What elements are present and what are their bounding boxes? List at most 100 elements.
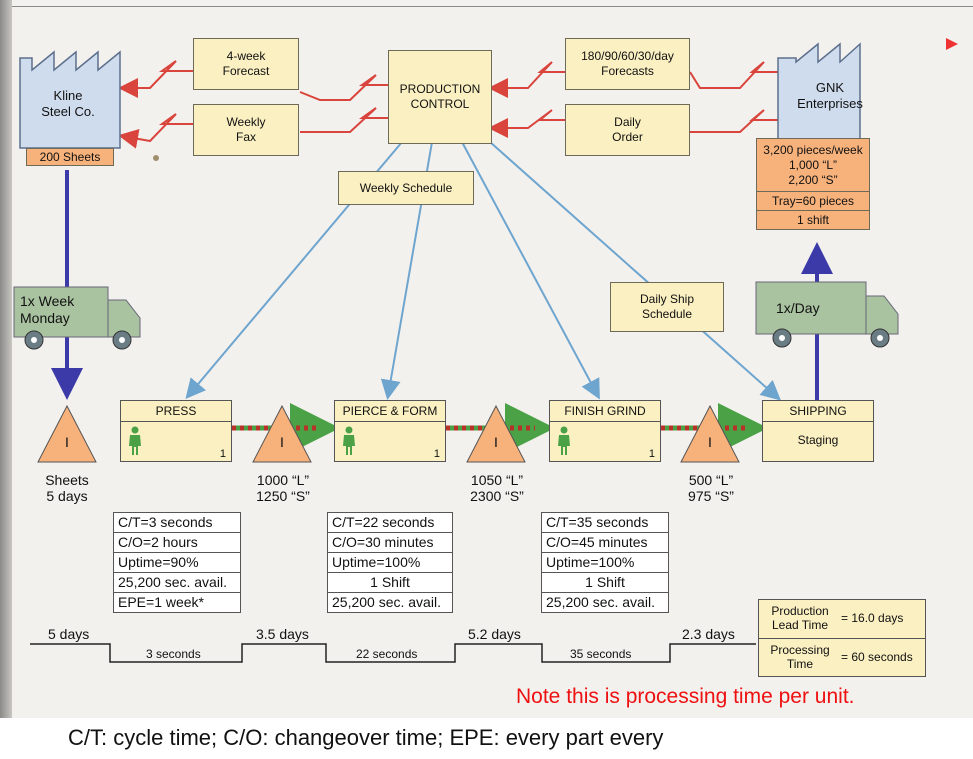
production-lead-time-label: Production Lead Time [765, 604, 835, 632]
daily-ship-line1: Daily Ship [639, 292, 695, 306]
daily-ship-schedule-box: Daily Ship Schedule [610, 282, 724, 332]
abbreviations-footer: C/T: cycle time; C/O: changeover time; E… [68, 725, 664, 750]
customer-shift-box: 1 shift [756, 211, 870, 230]
proc-label-line1: Processing [770, 643, 830, 657]
data-box-press: C/T=3 seconds C/O=2 hours Uptime=90% 25,… [113, 512, 241, 613]
timeline-seconds-3: 35 seconds [570, 647, 632, 661]
supplier-factory-icon [19, 50, 121, 149]
inventory-i-3: I [486, 434, 506, 450]
inventory-label-4: 500 “L” 975 “S” [666, 472, 756, 504]
daily-order-box: Daily Order [565, 104, 690, 156]
lead-time-summary: Production Lead Time = 16.0 days Process… [758, 599, 926, 677]
process-press-operators: 1 [219, 448, 226, 460]
processing-time-row: Processing Time = 60 seconds [759, 639, 925, 677]
edi-flow-fax-to-supplier [118, 113, 193, 149]
inbound-truck-label: 1x Week Monday [20, 293, 74, 327]
inventory-letter: I [65, 434, 69, 450]
inventory-sheets-line1: Sheets [45, 472, 89, 488]
operator-icon [343, 426, 355, 455]
inventory-i-1: I [57, 434, 77, 450]
production-control-box: PRODUCTION CONTROL [388, 50, 492, 144]
outbound-truck-icon [755, 281, 899, 348]
proc-label-line2: Time [786, 657, 814, 671]
timeline-seconds-1: 3 seconds [146, 647, 201, 661]
pierce-changeover: C/O=30 minutes [328, 533, 452, 553]
inbound-truck-day: Monday [20, 310, 70, 326]
inventory-letter: I [280, 434, 284, 450]
press-cycle-time: C/T=3 seconds [114, 513, 240, 533]
press-epe: EPE=1 week* [118, 594, 204, 610]
inventory-2-line1: 1000 “L” [256, 472, 310, 488]
lead-label-line2: Lead Time [771, 618, 829, 632]
inventory-triangle-3 [466, 404, 526, 463]
pierce-shifts: 1 Shift [328, 573, 452, 593]
inventory-label-3: 1050 “L” 2300 “S” [452, 472, 542, 504]
grind-changeover: C/O=45 minutes [542, 533, 668, 553]
process-shipping: SHIPPING Staging [762, 400, 874, 462]
outbound-truck-freq: 1x/Day [776, 300, 820, 316]
inventory-label-2: 1000 “L” 1250 “S” [238, 472, 328, 504]
processing-time-value: = 60 seconds [841, 650, 913, 664]
inventory-4-line2: 975 “S” [688, 488, 734, 504]
customer-forecasts-line1: 180/90/60/30/day [581, 49, 674, 63]
customer-demand-s: 2,200 “S” [788, 172, 838, 187]
edi-flow-forecasts-to-control [488, 61, 565, 98]
customer-requirements: 3,200 pieces/week 1,000 “L” 2,200 “S” Tr… [756, 138, 870, 230]
inventory-sheets-line2: 5 days [46, 488, 88, 504]
edi-flow-forecast-to-supplier [118, 60, 193, 98]
weekly-schedule-box: Weekly Schedule [338, 171, 474, 205]
inbound-truck-freq: 1x Week [20, 293, 75, 309]
info-flow-to-shipping [489, 141, 781, 401]
weekly-schedule-text: Weekly Schedule [359, 180, 453, 195]
press-uptime: Uptime=90% [114, 553, 240, 573]
edi-flow-customer-order [690, 109, 778, 133]
customer-name: GNK Enterprises [790, 80, 870, 112]
supplier-name: Kline Steel Co. [34, 88, 102, 120]
process-grind-title: FINISH GRIND [550, 401, 660, 422]
customer-tray-text: Tray=60 pieces [772, 193, 854, 208]
grind-shifts: 1 Shift [542, 573, 668, 593]
supplier-name-line1: Kline [53, 88, 83, 103]
production-control-line1: PRODUCTION [399, 82, 481, 96]
production-lead-time-row: Production Lead Time = 16.0 days [759, 600, 925, 639]
grind-cycle-time: C/T=35 seconds [542, 513, 668, 533]
daily-order-line1: Daily [614, 115, 641, 129]
process-grind-operators: 1 [648, 448, 655, 460]
operator-icon [558, 426, 570, 455]
process-press-title: PRESS [121, 401, 231, 422]
customer-shift-text: 1 shift [796, 212, 829, 227]
daily-order-line2: Order [612, 130, 643, 144]
inventory-triangle-2 [252, 404, 312, 463]
supplier-tag: 200 Sheets [26, 148, 114, 166]
process-pierce-operators: 1 [433, 448, 440, 460]
forecast-4week-line1: 4-week [226, 49, 266, 63]
inventory-i-4: I [700, 434, 720, 450]
customer-name-line2: Enterprises [797, 96, 863, 111]
press-changeover: C/O=2 hours [114, 533, 240, 553]
pierce-cycle-time: C/T=22 seconds [328, 513, 452, 533]
edi-flow-control-to-fax [300, 107, 388, 133]
customer-tray-box: Tray=60 pieces [756, 192, 870, 211]
inventory-letter: I [708, 434, 712, 450]
customer-demand-l: 1,000 “L” [788, 157, 838, 172]
edi-flow-customer-forecasts [689, 61, 778, 89]
pierce-available: 25,200 sec. avail. [332, 594, 441, 610]
supplier-tag-text: 200 Sheets [39, 149, 101, 164]
operator-icon [129, 426, 141, 455]
inventory-2-line2: 1250 “S” [256, 488, 310, 504]
customer-forecasts-box: 180/90/60/30/day Forecasts [565, 38, 690, 90]
scan-left-edge [0, 0, 12, 718]
weekly-fax-line2: Fax [235, 130, 256, 144]
customer-demand-total: 3,200 pieces/week [763, 142, 863, 157]
process-pierce-form: PIERCE & FORM 1 [334, 400, 446, 462]
press-available: 25,200 sec. avail. [114, 573, 240, 593]
inventory-triangle-sheets [37, 404, 97, 463]
timeline-days-2: 3.5 days [256, 626, 309, 642]
inventory-letter: I [494, 434, 498, 450]
page-top-rule [12, 6, 973, 7]
supplier-name-line2: Steel Co. [41, 104, 95, 119]
production-control-line2: CONTROL [410, 97, 470, 111]
lead-label-line1: Production [771, 604, 829, 618]
process-shipping-title: SHIPPING [763, 401, 873, 422]
